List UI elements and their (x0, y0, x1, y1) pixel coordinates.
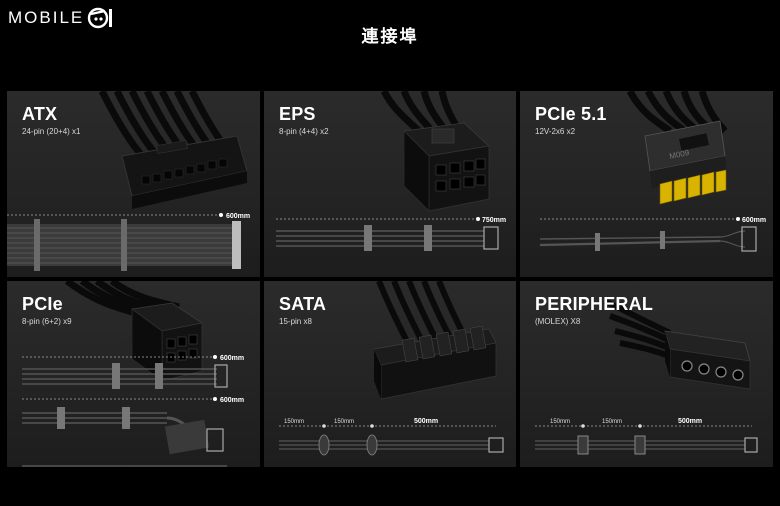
eps-cable-illustration: 750mm (276, 91, 506, 251)
connector-grid: 600mm ATX 24-pin (20+4) x1 (7, 91, 773, 467)
pcie51-flat-cable (539, 226, 757, 252)
pcie51-cable-illustration: M009 600mm (539, 91, 766, 252)
atx-flat-cable (7, 219, 241, 271)
connector-card-sata: 150mm 150mm 500mm SATA 15-pin x8 (264, 281, 516, 467)
peripheral-length-label-1: 150mm (550, 419, 570, 425)
card-title-eps: EPS (279, 104, 316, 124)
pcie-flat-cable-1 (22, 465, 227, 467)
pcie-length-label-1: 600mm (220, 355, 244, 362)
card-subtitle-atx: 24-pin (20+4) x1 (22, 127, 81, 136)
peripheral-flat-cable (535, 435, 758, 455)
connector-card-peripheral: 150mm 150mm 500mm PERIPHERAL (MOLEX) X8 (520, 281, 773, 467)
connector-card-pcie51: M009 600mm PCIe 5.1 12V- (520, 91, 773, 277)
pcie-length-label-2: 600mm (220, 397, 244, 404)
sata-flat-cable (279, 434, 504, 456)
peripheral-length-label-2: 150mm (602, 419, 622, 425)
connector-card-pcie: 600mm 600mm PCIe 8-pin (6+2) x9 (7, 281, 260, 467)
svg-text:M009: M009 (669, 148, 691, 161)
card-subtitle-pcie51: 12V-2x6 x2 (535, 127, 576, 136)
connector-card-atx: 600mm ATX 24-pin (20+4) x1 (7, 91, 260, 277)
pcie-cable-upper (22, 363, 228, 389)
card-title-pcie: PCIe (22, 294, 63, 314)
peripheral-length-label-3: 500mm (678, 418, 702, 425)
eps-flat-cable (276, 225, 499, 251)
card-subtitle-eps: 8-pin (4+4) x2 (279, 127, 329, 136)
page-title: 連接埠 (361, 27, 419, 46)
atx-length-label: 600mm (226, 213, 250, 220)
sata-cable-illustration: 150mm 150mm 500mm (279, 281, 504, 456)
card-subtitle-pcie: 8-pin (6+2) x9 (22, 317, 72, 326)
logo-text: MOBILE (8, 8, 85, 27)
card-subtitle-sata: 15-pin x8 (279, 317, 312, 326)
sata-length-label-2: 150mm (334, 419, 354, 425)
brand-logo[interactable]: MOBILE (8, 6, 116, 30)
card-title-pcie51: PCIe 5.1 (535, 104, 607, 124)
peripheral-cable-illustration: 150mm 150mm 500mm (535, 298, 758, 455)
card-title-atx: ATX (22, 104, 58, 124)
atx-cable-illustration: 600mm (7, 91, 250, 271)
pcie-cable-illustration: 600mm 600mm (22, 281, 244, 467)
card-title-sata: SATA (279, 294, 327, 314)
pcie51-length-label: 600mm (742, 217, 766, 224)
sata-length-label-1: 150mm (284, 419, 304, 425)
sata-length-label-3: 500mm (414, 418, 438, 425)
card-subtitle-peripheral: (MOLEX) X8 (535, 317, 581, 326)
card-title-peripheral: PERIPHERAL (535, 294, 654, 314)
pcie-cable-lower (22, 407, 224, 455)
logo-mark-icon (88, 7, 113, 29)
connector-card-eps: 750mm EPS 8-pin (4+4) x2 (264, 91, 516, 277)
eps-length-label: 750mm (482, 217, 506, 224)
